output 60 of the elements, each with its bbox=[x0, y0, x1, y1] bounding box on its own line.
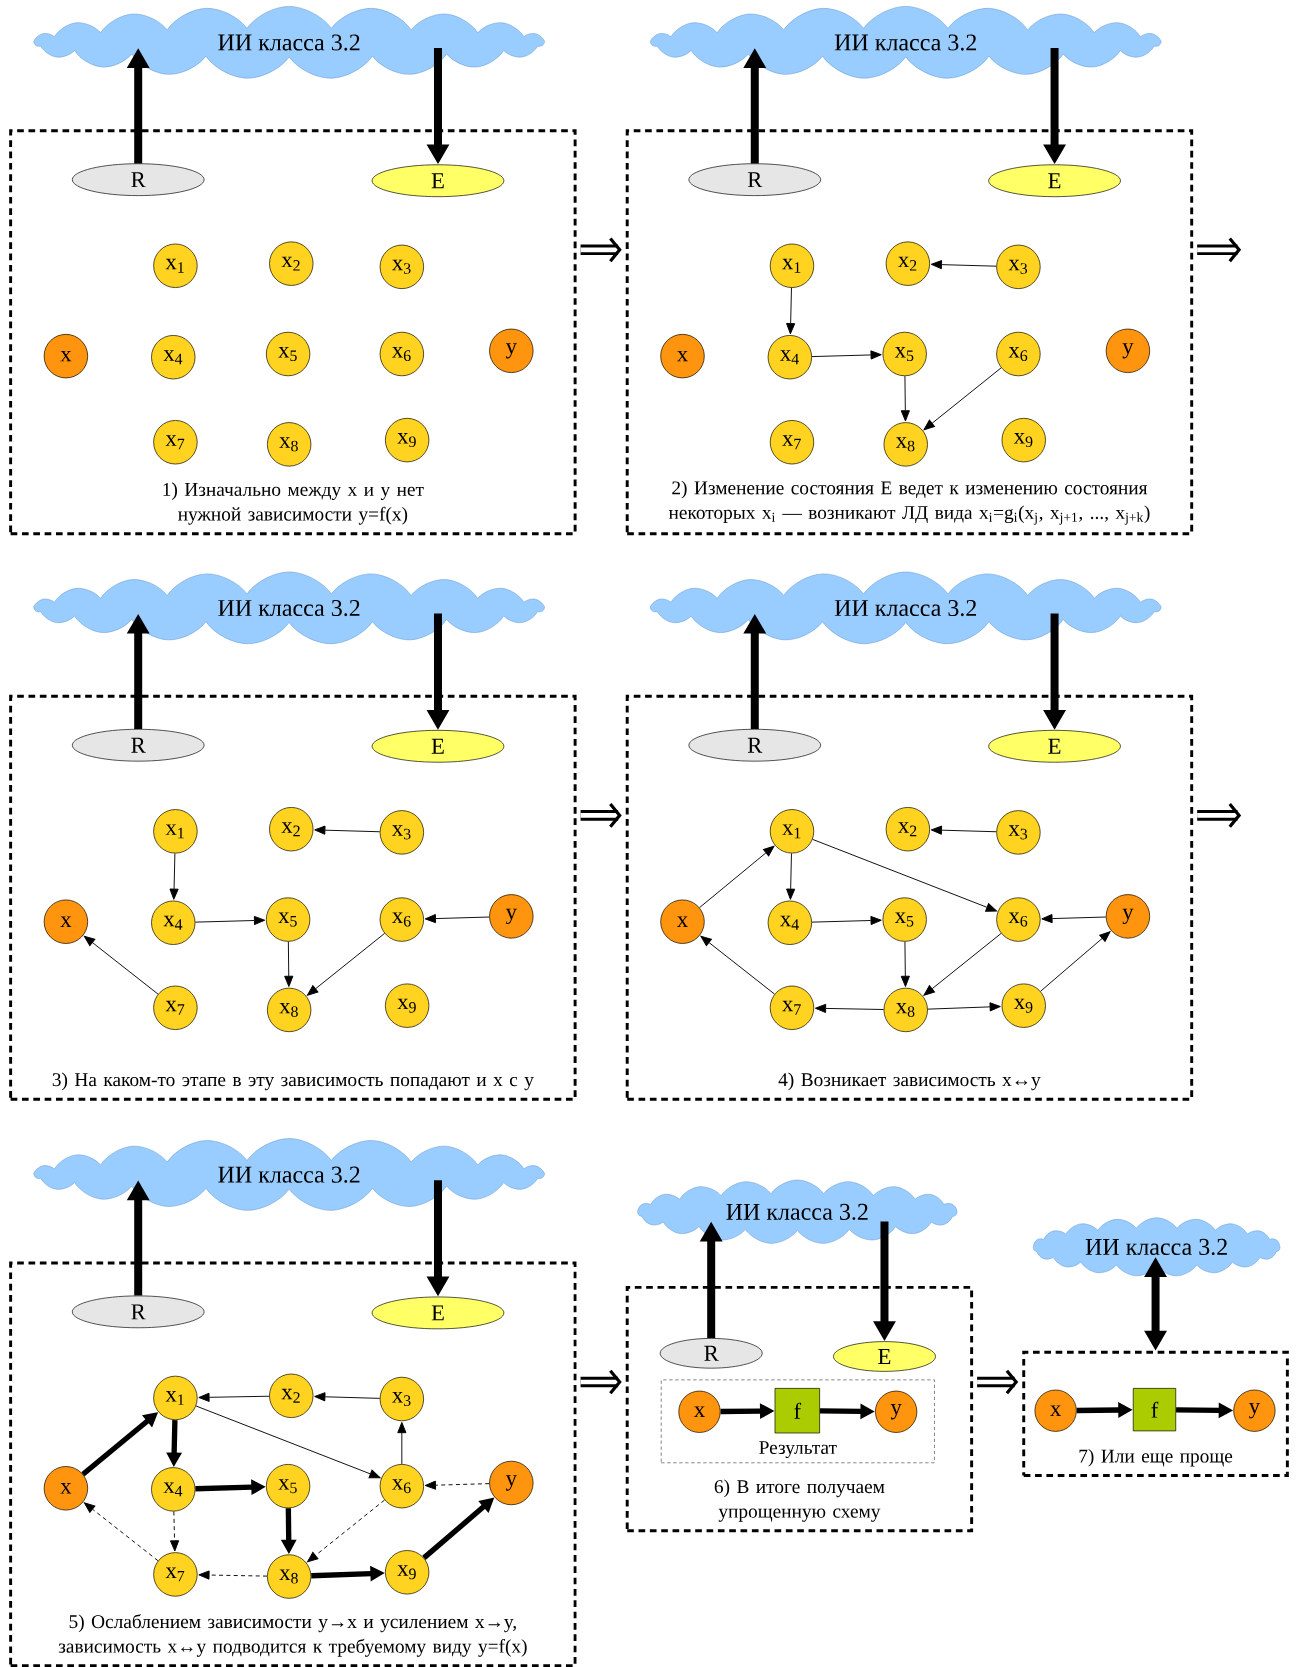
arrow bbox=[198, 1392, 270, 1402]
cloud: ИИ класса 3.2 bbox=[33, 6, 545, 79]
arrow bbox=[927, 1002, 1001, 1012]
ellipse-node: E bbox=[988, 730, 1121, 763]
arrow bbox=[169, 853, 179, 900]
arrow bbox=[424, 914, 490, 924]
double-arrow bbox=[977, 1369, 1019, 1395]
function-box: f bbox=[1132, 1388, 1177, 1432]
ellipse-node: E bbox=[371, 1296, 505, 1330]
cloud: ИИ класса 3.2 bbox=[637, 1179, 958, 1244]
arrow bbox=[930, 260, 997, 270]
arrow bbox=[83, 1502, 159, 1562]
arrow bbox=[306, 932, 386, 996]
ellipse-node: R bbox=[688, 163, 821, 196]
ellipse-node: E bbox=[833, 1341, 936, 1372]
ellipse-node: R bbox=[71, 728, 205, 762]
ellipse-node: E bbox=[371, 730, 505, 763]
function-box: f bbox=[774, 1388, 820, 1434]
arrow bbox=[424, 1480, 490, 1490]
arrow bbox=[786, 853, 796, 900]
ellipse-node: E bbox=[988, 164, 1121, 197]
arrow bbox=[900, 941, 910, 987]
ellipse-node: R bbox=[71, 1295, 205, 1329]
ellipse-node: E bbox=[371, 164, 505, 197]
cloud: ИИ класса 3.2 bbox=[33, 571, 545, 644]
arrow bbox=[314, 825, 381, 835]
arrow bbox=[812, 838, 998, 912]
arrow bbox=[811, 915, 882, 926]
ellipse-node: R bbox=[659, 1338, 763, 1369]
arrow bbox=[314, 1392, 381, 1402]
arrow bbox=[930, 825, 997, 835]
ellipse-node: R bbox=[688, 728, 821, 762]
arrow bbox=[923, 932, 1002, 996]
arrow bbox=[397, 1421, 407, 1465]
arrow bbox=[700, 935, 776, 995]
arrow bbox=[786, 287, 796, 335]
arrow bbox=[699, 845, 775, 909]
arrow bbox=[194, 915, 266, 926]
cloud: ИИ класса 3.2 bbox=[650, 571, 1162, 644]
arrow bbox=[814, 1003, 885, 1013]
arrow bbox=[306, 1499, 386, 1563]
arrow bbox=[284, 941, 294, 987]
cloud: ИИ класса 3.2 bbox=[1033, 1217, 1281, 1277]
arrow bbox=[198, 1570, 268, 1580]
double-arrow bbox=[580, 803, 622, 828]
double-arrow bbox=[1197, 803, 1242, 828]
cloud: ИИ класса 3.2 bbox=[650, 6, 1162, 79]
arrow bbox=[195, 1405, 381, 1479]
arrow bbox=[811, 350, 882, 360]
double-arrow bbox=[580, 237, 622, 263]
cloud: ИИ класса 3.2 bbox=[33, 1138, 545, 1211]
arrow bbox=[83, 935, 159, 995]
double-arrow bbox=[1197, 237, 1242, 263]
arrow bbox=[923, 367, 1002, 431]
arrow bbox=[1041, 914, 1107, 924]
arrow bbox=[900, 375, 910, 422]
arrow bbox=[170, 1511, 180, 1552]
double-arrow bbox=[580, 1369, 622, 1395]
ellipse-node: R bbox=[71, 163, 205, 196]
arrow bbox=[1040, 931, 1111, 992]
